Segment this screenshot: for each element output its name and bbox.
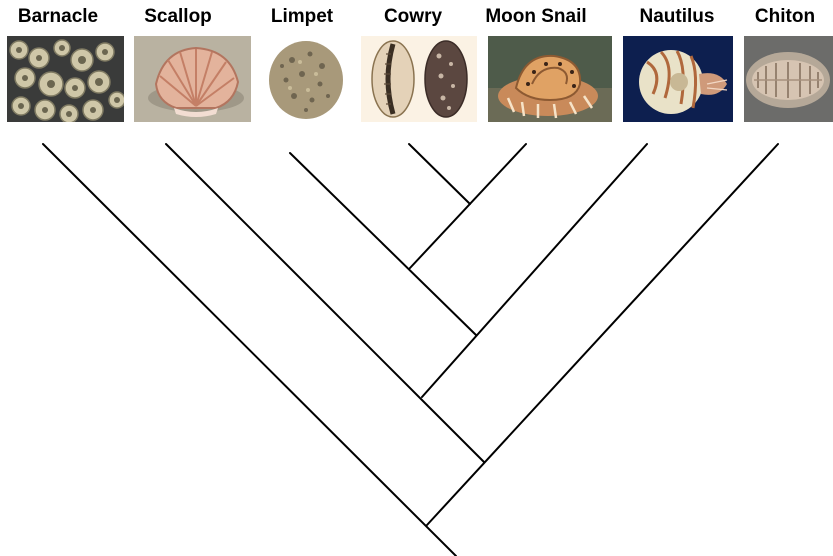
branch-barnacle bbox=[43, 144, 456, 556]
branch-scallop bbox=[166, 144, 484, 462]
branch-nautilus bbox=[422, 144, 647, 397]
branch-limpet bbox=[290, 153, 476, 335]
branch-cowry bbox=[409, 144, 470, 204]
branch-chiton bbox=[427, 144, 778, 525]
